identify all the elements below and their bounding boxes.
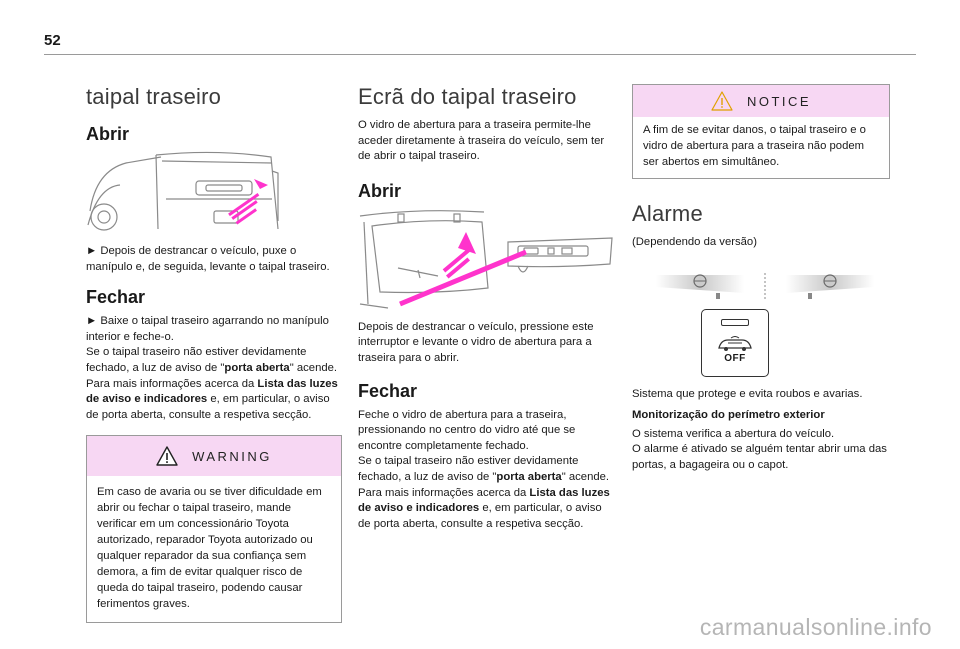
alarme-version: (Dependendo da versão) xyxy=(632,236,757,249)
watermark: carmanualsonline.info xyxy=(699,614,932,640)
abrir-vidro-instruction: Depois de destrancar o veículo, pression… xyxy=(358,320,594,364)
notice-triangle-icon xyxy=(711,91,733,111)
section-title-alarme: Alarme xyxy=(632,201,703,227)
fechar-note: Se o taipal traseiro não estiver devidam… xyxy=(86,346,338,421)
notice-body: A fim de se evitar danos, o taipal trase… xyxy=(633,117,889,178)
column-left: taipal traseiro Abrir ► Depois de destra… xyxy=(86,84,342,624)
alarm-off-button[interactable]: OFF xyxy=(701,308,769,377)
heading-abrir-vidro: Abrir xyxy=(358,180,402,201)
warning-box: WARNING Em caso de avaria ou se tiver di… xyxy=(86,435,342,624)
heading-fechar: Fechar xyxy=(86,287,146,308)
fechar-vidro-instruction: Feche o vidro de abertura para a traseir… xyxy=(358,408,576,452)
fechar-instruction: ► Baixe o taipal traseiro agarrando no m… xyxy=(86,315,329,343)
header-rule xyxy=(44,54,916,55)
notice-text: A fim de se evitar danos, o taipal trase… xyxy=(643,124,866,168)
ecra-intro: O vidro de abertura para a traseira perm… xyxy=(358,119,605,163)
column-middle: Ecrã do taipal traseiro O vidro de abert… xyxy=(358,84,616,532)
perimeter-text-2: O alarme é ativado se alguém tentar abri… xyxy=(632,443,887,471)
warning-header: WARNING xyxy=(87,436,341,477)
button-indicator-slot xyxy=(721,318,749,326)
notice-box: NOTICE A fim de se evitar danos, o taipa… xyxy=(632,84,890,180)
alarme-desc: Sistema que protege e evita roubos e ava… xyxy=(632,387,863,400)
warning-triangle-icon xyxy=(156,446,178,467)
abrir-instruction: ► Depois de destrancar o veículo, puxe o… xyxy=(86,245,330,273)
perimeter-text-1: O sistema verifica a abertura do veículo… xyxy=(632,427,835,440)
dashboard-switch-location-illustration xyxy=(656,272,874,299)
tailgate-handle-illustration xyxy=(87,151,279,231)
perimeter-heading: Monitorização do perímetro exterior xyxy=(632,408,825,421)
section-title-taipal: taipal traseiro xyxy=(86,84,222,109)
rear-window-switch-illustration xyxy=(359,209,613,309)
warning-text: Em caso de avaria ou se tiver dificuldad… xyxy=(97,486,322,611)
notice-header: NOTICE xyxy=(633,85,889,117)
column-right: NOTICE A fim de se evitar danos, o taipa… xyxy=(632,84,890,473)
warning-body: Em caso de avaria ou se tiver dificuldad… xyxy=(87,476,341,622)
off-label: OFF xyxy=(724,352,746,364)
car-alarm-icon xyxy=(718,335,752,351)
section-title-ecra: Ecrã do taipal traseiro xyxy=(358,84,577,109)
page-number: 52 xyxy=(44,32,61,49)
warning-label: WARNING xyxy=(192,448,272,464)
heading-fechar-vidro: Fechar xyxy=(358,380,418,401)
heading-abrir: Abrir xyxy=(86,124,130,144)
notice-label: NOTICE xyxy=(746,93,812,109)
fechar-vidro-note: Se o taipal traseiro não estiver devidam… xyxy=(358,455,610,530)
